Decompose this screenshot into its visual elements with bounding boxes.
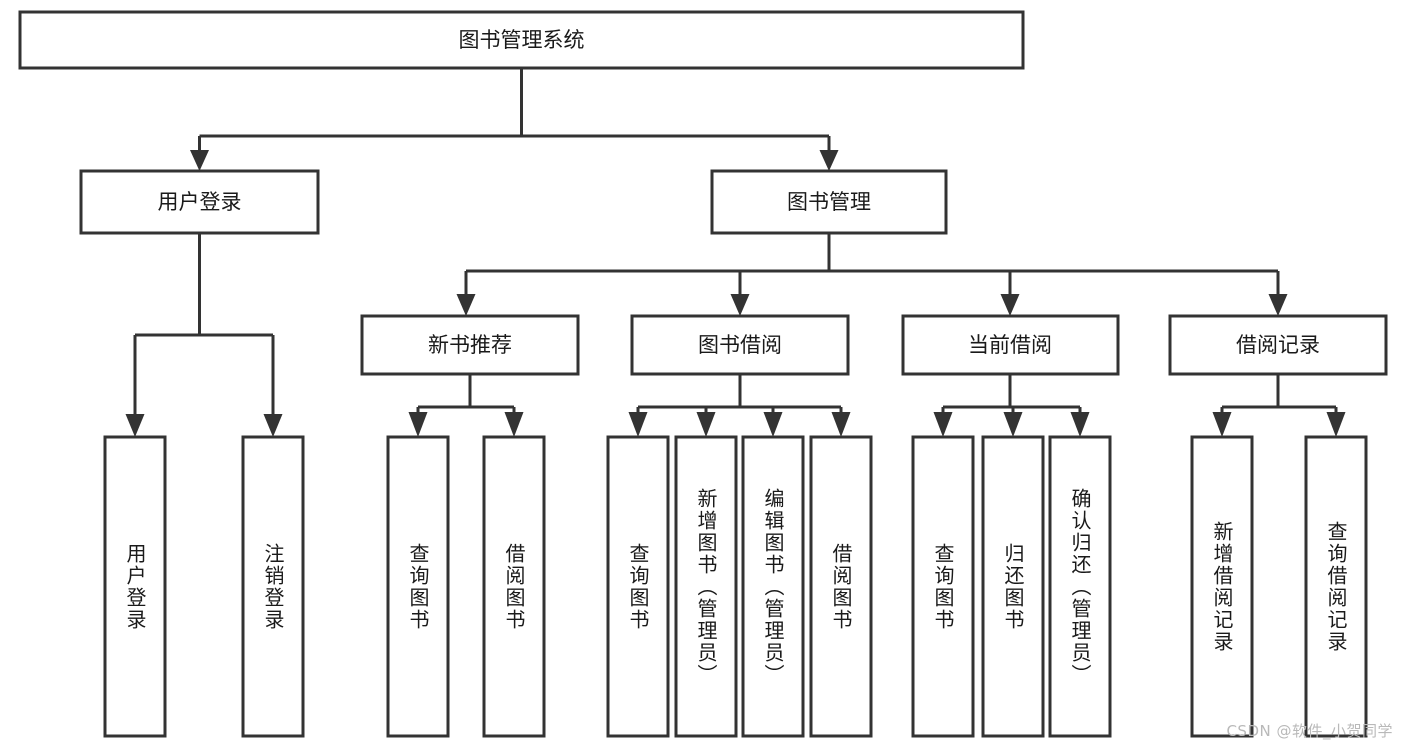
node-box-book-borrow[interactable] [630,314,850,376]
arrow-head-leaf-rec-borrow-book [504,412,524,437]
node-box-leaf-borrow-add-book[interactable] [674,435,738,738]
arrow-head-user-login [190,150,209,171]
node-box-book-manage[interactable] [710,169,948,235]
node-box-leaf-user-login[interactable] [103,435,167,738]
node-box-leaf-cur-return-book[interactable] [981,435,1045,738]
node-label-book-borrow: 图书借阅 [698,333,782,357]
node-current-borrow[interactable]: 当前借阅 [901,314,1120,376]
node-box-leaf-user-logout[interactable] [241,435,305,738]
node-box-leaf-rec-query-record[interactable] [1304,435,1368,738]
node-label-current-borrow: 当前借阅 [968,333,1052,357]
node-label-new-book-rec: 新书推荐 [428,333,512,357]
arrow-head-leaf-user-logout [263,414,283,437]
node-box-new-book-rec[interactable] [360,314,580,376]
arrow-head-leaf-borrow-add-book [696,412,716,437]
arrow-head-leaf-cur-return-book [1003,412,1023,437]
arrow-head-leaf-rec-query-book [408,412,428,437]
connector-group-book-borrow [628,374,851,437]
arrow-head-current-borrow [1000,294,1020,316]
node-borrow-record[interactable]: 借阅记录 [1168,314,1388,376]
arrow-head-book-borrow [730,294,750,316]
arrow-head-leaf-borrow-query-book [628,412,648,437]
connector-group-user-login [125,233,283,437]
node-book-borrow[interactable]: 图书借阅 [630,314,850,376]
node-box-leaf-rec-query-book[interactable] [386,435,450,738]
arrow-head-leaf-cur-confirm-return [1070,412,1090,437]
node-root[interactable]: 图书管理系统 [18,10,1025,70]
connector-group-current-borrow [933,374,1090,437]
node-box-current-borrow[interactable] [901,314,1120,376]
arrow-head-leaf-user-login [125,414,145,437]
connector-group-borrow-record [1212,374,1346,437]
node-label-book-manage: 图书管理 [787,190,871,214]
leaf-box-group [103,435,1368,738]
node-label-user-login: 用户登录 [158,190,242,214]
node-box-borrow-record[interactable] [1168,314,1388,376]
node-box-user-login[interactable] [79,169,320,235]
node-box-leaf-rec-borrow-book[interactable] [482,435,546,738]
watermark-text: CSDN @软件_小贺同学 [1226,722,1393,740]
node-user-login[interactable]: 用户登录 [79,169,320,235]
node-box-root[interactable] [18,10,1025,70]
node-box-leaf-borrow-query-book[interactable] [606,435,670,738]
node-new-book-rec[interactable]: 新书推荐 [360,314,580,376]
arrow-head-leaf-rec-add-record [1212,412,1232,437]
arrow-head-leaf-rec-query-record [1326,412,1346,437]
node-label-root: 图书管理系统 [459,28,585,52]
node-box-leaf-borrow-lend-book[interactable] [809,435,873,738]
node-box-leaf-cur-query-book[interactable] [911,435,975,738]
arrow-head-leaf-borrow-edit-book [763,412,783,437]
node-book-manage[interactable]: 图书管理 [710,169,948,235]
arrow-head-new-book-rec [456,294,476,316]
arrow-head-leaf-borrow-lend-book [831,412,851,437]
node-box-leaf-borrow-edit-book[interactable] [741,435,805,738]
connector-group-book-manage [456,233,1288,316]
node-box-leaf-rec-add-record[interactable] [1190,435,1254,738]
node-label-borrow-record: 借阅记录 [1236,333,1320,357]
arrow-head-borrow-record [1268,294,1288,316]
arrow-head-leaf-cur-query-book [933,412,953,437]
node-box-leaf-cur-confirm-return[interactable] [1048,435,1112,738]
arrow-head-book-manage [819,150,839,171]
connector-group-new-book-rec [408,374,524,437]
connector-group-root [190,68,839,171]
